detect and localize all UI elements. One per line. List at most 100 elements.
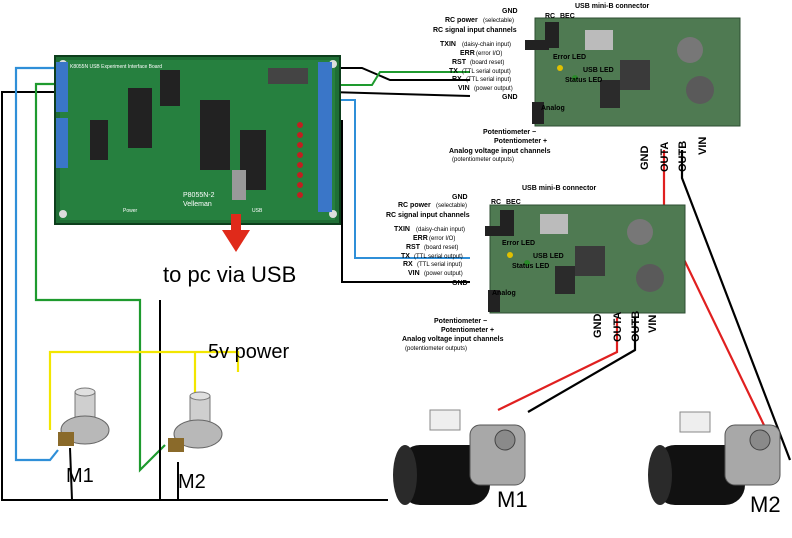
wire-black-c2-outb [527,318,637,413]
k8055-board: K8055N USB Experiment Interface Board P8… [54,55,341,225]
c2-out-gnd: GND [592,314,604,339]
motor1-label: M1 [497,487,528,512]
wire-black-c1-gnd [329,91,471,97]
c2-rst-sub: (board reset) [424,245,458,251]
c2-rc-power-sub: (selectable) [436,203,467,209]
wire-black-left [1,91,388,501]
potentiometer-m2 [168,391,223,452]
c2-pot-plus: Potentiometer + [441,327,494,334]
wire-blue-pot1 [14,66,60,462]
c1-txin-sub: (daisy-chain input) [462,42,511,48]
c2-status-led: Status LED [512,263,549,270]
c2-rx-sub: (TTL serial input) [417,262,462,268]
c2-vin: VIN [408,270,420,277]
c1-out-a: OUTA [659,142,671,172]
k8055-right-terminal [318,62,332,212]
c1-pot-plus: Potentiometer + [494,138,547,145]
k8055-usb-port [232,170,246,200]
c1-tx-sub: (TTL serial output) [462,69,511,75]
c2-txin-sub: (daisy-chain input) [416,227,465,233]
c2-gnd: GND [452,194,468,201]
c2-txin: TXIN [394,226,410,233]
to-pc-label: to pc via USB [163,262,296,287]
c1-pot-minus: Potentiometer − [483,129,536,136]
motor-m2 [648,411,781,505]
wire-black-c1-rx [330,67,470,81]
c2-rc: RC [491,199,501,206]
k8055-left-terminal-2 [56,118,68,168]
wire-black-pot1 [69,447,73,501]
c2-tx: TX [401,253,410,260]
c2-tx-sub: (TTL serial output) [414,254,463,260]
wire-blue-c2-tx [330,99,470,259]
c1-err-sub: (error I/O) [476,51,502,57]
c2-analog-sub: (potentiometer outputs) [405,346,467,352]
wire-red-c2-outa [497,318,619,411]
c1-rc-power: RC power [445,17,478,24]
c1-rst-sub: (board reset) [470,60,504,66]
c1-rc-power-sub: (selectable) [483,18,514,24]
wire-green-c1-tx [330,71,470,86]
wire-black-c1-outb [680,150,792,461]
c1-rc-signal: RC signal input channels [433,27,517,34]
c1-rx: RX [452,76,462,83]
c2-err-sub: (error I/O) [429,236,455,242]
c2-usb-led: USB LED [533,253,564,260]
c1-analog-channels: Analog voltage input channels [449,148,551,155]
c1-tx: TX [449,68,458,75]
k8055-power-label: Power [123,208,138,214]
motor-controller-1 [525,17,741,127]
pot2-label: M2 [178,471,206,493]
usb-arrow [222,214,250,252]
c2-gnd2: GND [452,280,468,287]
c2-analog-channels: Analog voltage input channels [402,336,504,343]
c1-usb-connector: USB mini-B connector [575,3,650,10]
c1-rst: RST [452,59,467,66]
c1-vin: VIN [458,85,470,92]
k8055-left-terminal [56,62,68,112]
c1-txin: TXIN [440,41,456,48]
c1-bec: BEC [560,13,575,20]
c1-err: ERR [460,50,475,57]
c2-analog: Analog [492,290,516,297]
c2-rc-power: RC power [398,202,431,209]
k8055-title: K8055N USB Experiment Interface Board [70,64,162,70]
c1-status-led: Status LED [565,77,602,84]
k8055-model: P8055N-2 [183,192,215,199]
c2-rc-signal: RC signal input channels [386,212,470,219]
potentiometer-m1 [58,387,110,446]
motor-controller-2 [485,204,686,314]
motor2-label: M2 [750,492,781,517]
motor-m1 [393,409,526,505]
c2-out-vin: VIN [647,315,659,333]
c2-rst: RST [406,244,421,251]
c1-error-led: Error LED [553,54,586,61]
c1-gnd2: GND [502,94,518,101]
power-label: 5v power [208,341,289,363]
c2-err: ERR [413,235,428,242]
c1-analog: Analog [541,105,565,112]
c2-vin-sub: (power output) [424,271,463,277]
c2-pot-minus: Potentiometer − [434,318,487,325]
c1-gnd: GND [502,8,518,15]
pot1-label: M1 [66,465,94,487]
c2-out-b: OUTB [630,311,642,342]
c1-out-gnd: GND [639,146,651,171]
c1-rx-sub: (TTL serial input) [466,77,511,83]
c1-rc: RC [545,13,555,20]
wire-black-c2-gnd [341,120,470,283]
c1-vin-sub: (power output) [474,86,513,92]
wire-green-pot2 [34,82,166,473]
c1-out-b: OUTB [677,141,689,172]
c2-rx: RX [403,261,413,268]
c1-analog-sub: (potentiometer outputs) [452,157,514,163]
c1-usb-led: USB LED [583,67,614,74]
c2-bec: BEC [506,199,521,206]
c1-out-vin: VIN [697,137,709,155]
c2-usb-connector: USB mini-B connector [522,185,597,192]
k8055-usb-label: USB [252,208,263,214]
c2-error-led: Error LED [502,240,535,247]
k8055-brand: Velleman [183,201,212,208]
